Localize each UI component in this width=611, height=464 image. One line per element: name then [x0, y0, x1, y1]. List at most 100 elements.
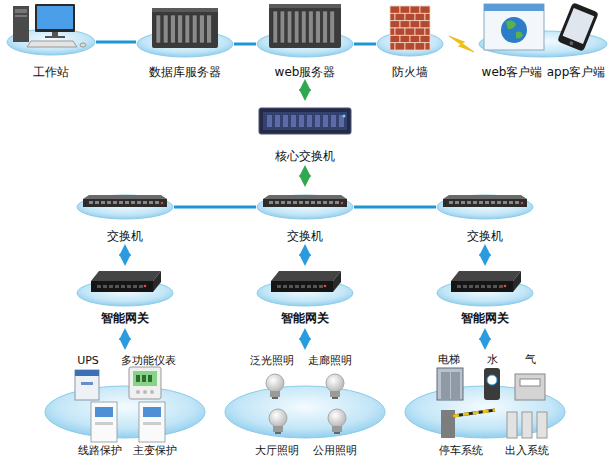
- device-node: 数据库服务器: [133, 0, 237, 80]
- icon-part: [341, 202, 343, 204]
- icon-part: [299, 115, 304, 127]
- icon-part: [334, 432, 340, 434]
- icon-part: [333, 271, 341, 292]
- icon-part: [324, 285, 327, 288]
- icon-part: [273, 11, 278, 43]
- icon-part: [280, 11, 285, 43]
- icon-part: [400, 35, 410, 42]
- icon-part: [307, 285, 311, 288]
- icon-part: [451, 271, 521, 281]
- icon-part: [390, 35, 400, 42]
- node-label: 智能网关: [101, 311, 149, 325]
- node-label: 防火墙: [392, 65, 428, 79]
- icon-part: [295, 285, 299, 288]
- icon-part: [133, 371, 157, 386]
- icon-part: [156, 15, 161, 43]
- device-node: 智能网关: [73, 266, 177, 328]
- icon-part: [263, 199, 347, 207]
- icon-part: [185, 15, 190, 43]
- node-label: 数据库服务器: [149, 65, 221, 79]
- node-label: 工作站: [33, 65, 69, 79]
- icon-part: [309, 11, 314, 43]
- icon-part: [89, 201, 93, 204]
- icon-part: [225, 386, 385, 438]
- icon-part: [269, 409, 287, 427]
- device-node: 泛光照明走廊照明大厅照明公用照明: [221, 350, 389, 462]
- icon-part: [521, 202, 523, 204]
- icon-part: [121, 285, 125, 288]
- icon-part: [287, 11, 292, 43]
- icon-part: [323, 201, 327, 204]
- icon-part: [45, 36, 65, 38]
- icon-part: [317, 201, 321, 204]
- icon-part: [425, 13, 430, 20]
- node-label: UPS: [77, 354, 99, 367]
- icon-part: [192, 15, 197, 43]
- icon-part: [207, 15, 212, 43]
- icon-part: [200, 15, 205, 43]
- icon-part: [507, 412, 517, 438]
- icon-part: [137, 201, 141, 204]
- icon-part: [323, 11, 328, 43]
- node-label: app客户端: [547, 65, 606, 79]
- icon-part: [305, 201, 309, 204]
- icon-part: [425, 43, 430, 50]
- node-label: 大厅照明: [255, 444, 299, 457]
- icon-part: [331, 115, 336, 127]
- icon-part: [509, 201, 513, 204]
- network-link: [96, 41, 136, 44]
- icon-part: [107, 201, 111, 204]
- icon-part: [515, 201, 519, 204]
- node-label: 走廊照明: [308, 354, 352, 367]
- icon-part: [405, 43, 415, 50]
- icon-part: [390, 21, 400, 28]
- icon-part: [37, 6, 73, 29]
- icon-part: [13, 6, 29, 42]
- node-label: 多功能仪表: [121, 354, 176, 367]
- icon-part: [283, 115, 288, 127]
- icon-part: [329, 201, 333, 204]
- icon-part: [455, 201, 459, 204]
- icon-part: [27, 41, 77, 47]
- icon-part: [537, 412, 547, 438]
- icon-part: [153, 271, 161, 292]
- node-label: 气: [525, 353, 536, 366]
- icon-part: [563, 8, 595, 44]
- icon-part: [463, 285, 467, 288]
- icon-part: [473, 201, 477, 204]
- icon-part: [395, 13, 405, 20]
- device-node: 核心交换机: [243, 100, 367, 166]
- icon-part: [80, 43, 86, 47]
- icon-part: [275, 115, 280, 127]
- icon-part: [451, 372, 460, 400]
- wireless-link: [449, 36, 474, 52]
- icon-part: [275, 432, 281, 434]
- icon-part: [449, 201, 453, 204]
- icon-part: [113, 201, 117, 204]
- icon-part: [377, 32, 443, 56]
- icon-part: [75, 370, 99, 400]
- icon-part: [171, 15, 176, 43]
- icon-part: [420, 21, 430, 28]
- icon-part: [269, 4, 341, 48]
- icon-part: [152, 8, 218, 48]
- icon-part: [139, 285, 143, 288]
- icon-part: [501, 17, 527, 43]
- icon-part: [272, 397, 278, 399]
- icon-part: [281, 201, 285, 204]
- icon-part: [109, 285, 113, 288]
- icon-part: [503, 201, 507, 204]
- icon-part: [131, 201, 135, 204]
- icon-part: [332, 426, 342, 432]
- network-link: [174, 206, 256, 209]
- icon-part: [161, 202, 163, 204]
- icon-part: [144, 285, 147, 288]
- device-icon: [223, 350, 387, 462]
- icon-part: [91, 271, 161, 281]
- icon-part: [410, 21, 420, 28]
- icon-part: [390, 13, 395, 20]
- icon-part: [35, 4, 75, 32]
- icon-part: [129, 367, 161, 399]
- icon-part: [491, 201, 495, 204]
- icon-part: [405, 28, 415, 35]
